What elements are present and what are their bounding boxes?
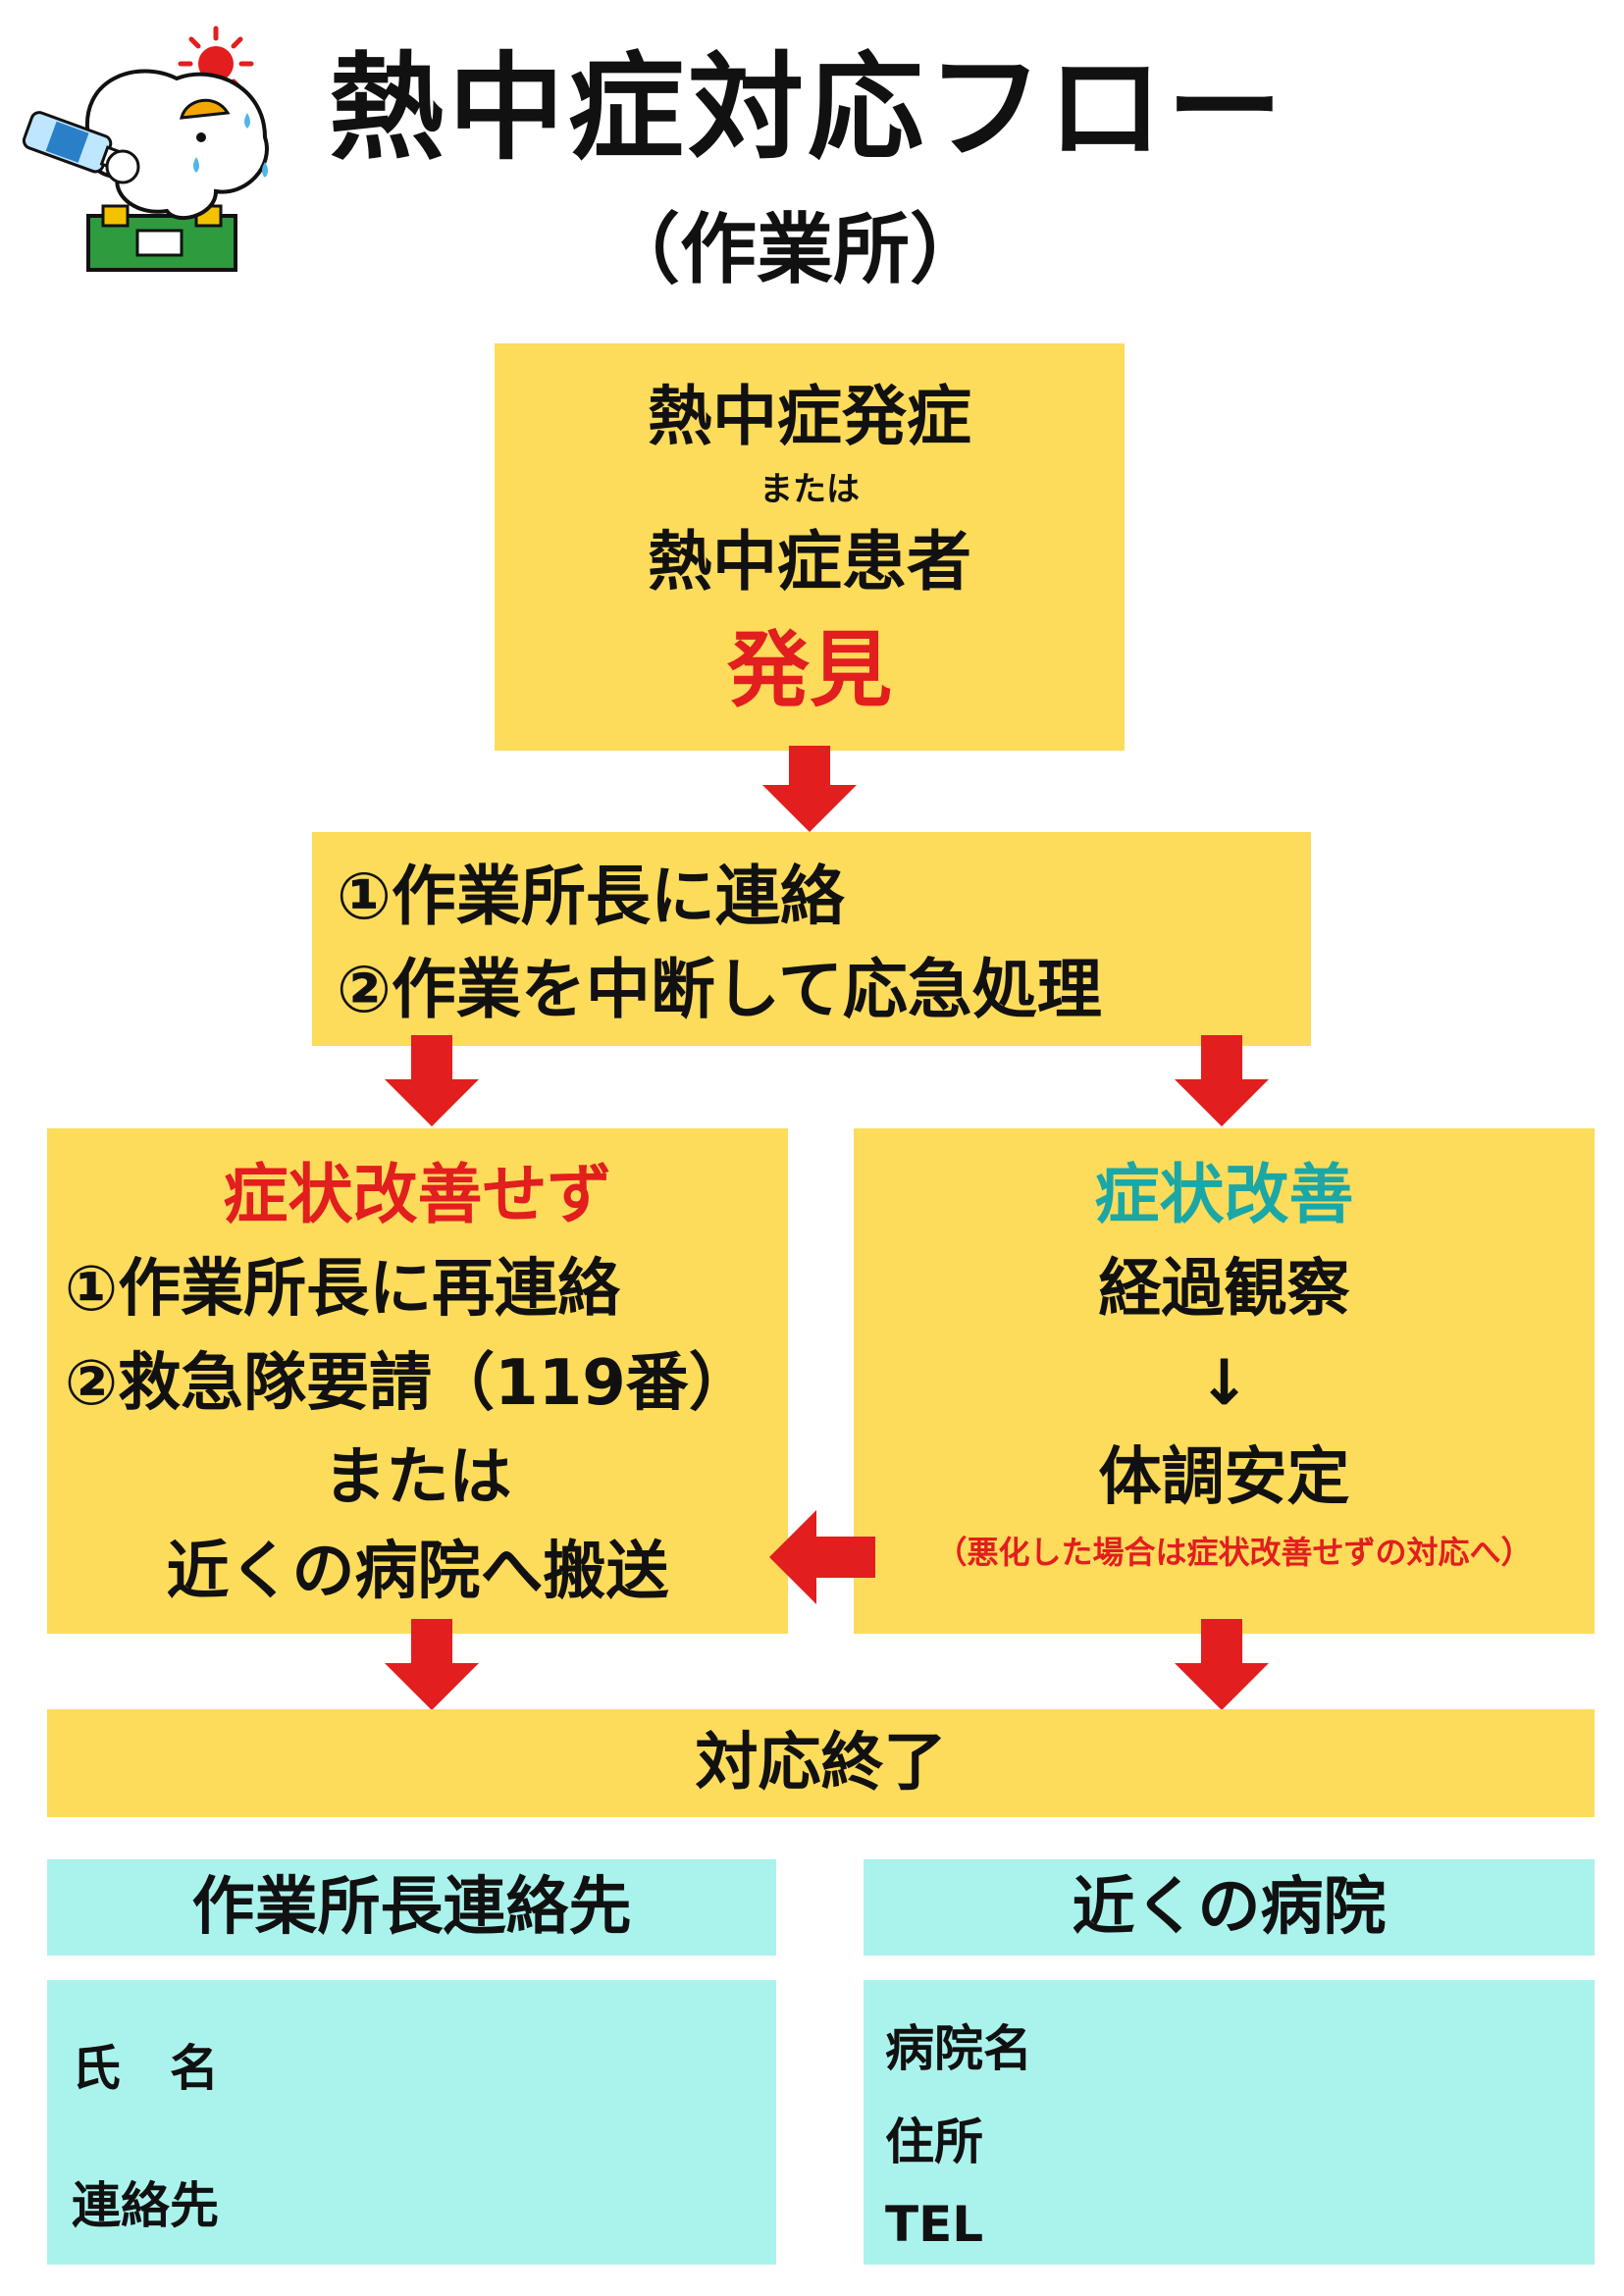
end-box: 対応終了 [47,1709,1595,1817]
hospital-contact-body: 病院名 住所 TEL [864,1980,1595,2265]
flow-arrow-down-1 [762,746,857,832]
flow-arrow-down-left [385,1035,479,1126]
not-improved-or: または [323,1441,512,1514]
discovery-line2: 熱中症患者 [648,524,971,600]
flow-arrow-down-end-left [385,1619,479,1710]
manager-contact-label: 連絡先 [72,2177,219,2234]
not-improved-line1: ①作業所長に再連絡 [65,1253,621,1326]
manager-contact-body: 氏 名 連絡先 [47,1980,776,2265]
hospital-name-label: 病院名 [885,2020,1032,2077]
manager-name-label: 氏 名 [72,2040,219,2097]
discovery-box: 熱中症発症 または 熱中症患者 発見 [495,343,1125,751]
not-improved-line3: 近くの病院へ搬送 [166,1536,669,1608]
first-action-box: ①作業所長に連絡 ②作業を中断して応急処理 [312,832,1311,1046]
improved-line1: 経過観察 [1098,1253,1350,1326]
manager-contact-header: 作業所長連絡先 [47,1859,776,1956]
page-subtitle: （作業所） [602,206,986,294]
end-label: 対応終了 [695,1727,947,1800]
first-action-line1: ①作業所長に連絡 [337,859,845,934]
manager-contact-header-label: 作業所長連絡先 [191,1871,632,1944]
discovery-or: または [760,470,860,509]
not-improved-heading: 症状改善せず [223,1157,612,1232]
discovery-line1: 熱中症発症 [648,379,971,454]
improved-heading: 症状改善 [1094,1157,1354,1232]
improved-down-arrow: ↓ [1197,1347,1251,1420]
first-action-line2: ②作業を中断して応急処理 [337,952,1102,1027]
improved-line2: 体調安定 [1098,1441,1350,1514]
flow-arrow-down-end-right [1175,1619,1269,1710]
discovery-found: 発見 [726,622,892,718]
flow-arrow-left [769,1510,875,1604]
mascot-illustration [20,20,299,280]
improved-box: 症状改善 経過観察 ↓ 体調安定 （悪化した場合は症状改善せずの対応へ） [854,1128,1595,1634]
page-title: 熱中症対応フロー [329,40,1287,176]
not-improved-box: 症状改善せず ①作業所長に再連絡 ②救急隊要請（119番） または 近くの病院へ… [47,1128,788,1634]
hospital-address-label: 住所 [885,2113,983,2170]
hospital-contact-header: 近くの病院 [864,1859,1595,1956]
flow-arrow-down-right [1175,1035,1269,1126]
mascot-drinking-water-icon [22,26,269,272]
not-improved-line2: ②救急隊要請（119番） [65,1347,752,1420]
hospital-contact-header-label: 近くの病院 [1072,1871,1387,1944]
hospital-tel-label: TEL [885,2196,984,2253]
improved-note: （悪化した場合は症状改善せずの対応へ） [935,1534,1533,1571]
